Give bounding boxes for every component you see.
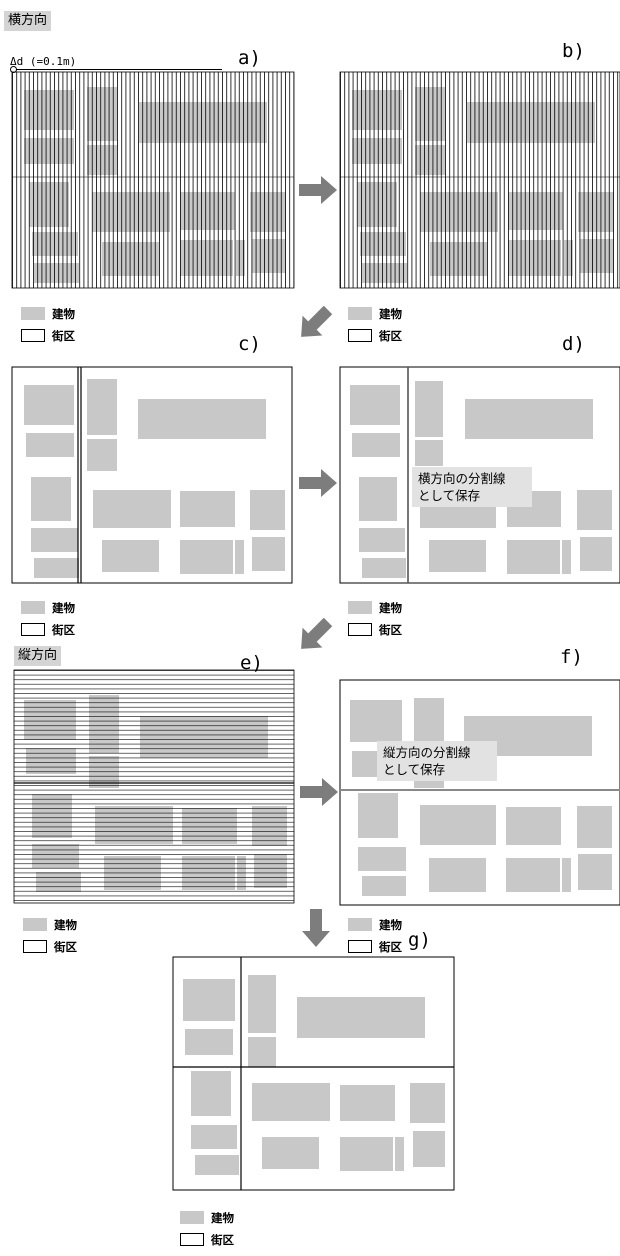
legend-building-swatch (23, 918, 47, 931)
note-horizontal-line2: として保存 (418, 488, 481, 503)
panel-label-c: c) (238, 333, 261, 355)
panel-label-d: d) (562, 333, 585, 355)
note-vertical-line2: として保存 (383, 762, 446, 777)
legend-block-swatch (348, 940, 372, 953)
section-tag-vertical: 縦方向 (14, 646, 62, 666)
legend-building-swatch (21, 307, 45, 320)
arrow-d-to-e (291, 612, 338, 659)
legend-block-label: 街区 (379, 940, 402, 954)
panel-a (11, 71, 295, 289)
panel-label-e: e) (240, 652, 263, 674)
legend-building-label: 建物 (379, 918, 402, 932)
delta-label: Δd (=0.1m) (10, 55, 77, 68)
legend-c: 建物 街区 (21, 601, 131, 641)
legend-b: 建物 街区 (348, 307, 458, 347)
legend-building-swatch (348, 307, 372, 320)
legend-block-swatch (21, 623, 45, 636)
legend-a: 建物 街区 (21, 307, 131, 347)
note-horizontal-line1: 横方向の分割線 (418, 471, 506, 486)
arrow-c-to-d (299, 469, 337, 497)
legend-block-swatch (21, 329, 45, 342)
panel-f (339, 679, 620, 906)
section-tag-horizontal: 横方向 (4, 11, 52, 31)
legend-building-label: 建物 (54, 918, 77, 932)
legend-building-label: 建物 (52, 307, 75, 321)
delta-marker-line (12, 69, 222, 70)
legend-building-label: 建物 (379, 601, 402, 615)
legend-g: 建物 街区 (180, 1211, 290, 1251)
panel-b (339, 71, 620, 289)
legend-block-swatch (348, 623, 372, 636)
legend-building-swatch (348, 601, 372, 614)
panel-c (11, 366, 293, 584)
note-vertical-line1: 縦方向の分割線 (383, 745, 471, 760)
legend-d: 建物 街区 (348, 601, 458, 641)
legend-block-swatch (348, 329, 372, 342)
legend-block-swatch (23, 940, 47, 953)
note-vertical-save: 縦方向の分割線 として保存 (377, 741, 497, 781)
legend-block-label: 街区 (211, 1233, 234, 1247)
legend-block-label: 街区 (379, 329, 402, 343)
panel-e (13, 669, 295, 904)
panel-label-a: a) (238, 47, 261, 69)
legend-block-label: 街区 (52, 623, 75, 637)
legend-f: 建物 街区 (348, 918, 458, 958)
legend-building-swatch (21, 601, 45, 614)
legend-block-label: 街区 (52, 329, 75, 343)
arrow-e-to-f (300, 778, 338, 806)
arrow-b-to-c (291, 300, 338, 347)
legend-building-swatch (180, 1211, 204, 1224)
legend-block-label: 街区 (379, 623, 402, 637)
panel-label-f: f) (560, 646, 583, 668)
legend-block-swatch (180, 1233, 204, 1246)
arrow-a-to-b (299, 176, 337, 204)
legend-block-label: 街区 (54, 940, 77, 954)
panel-label-g: g) (408, 929, 431, 951)
panel-label-b: b) (562, 40, 585, 62)
legend-building-label: 建物 (211, 1211, 234, 1225)
legend-building-swatch (348, 918, 372, 931)
legend-building-label: 建物 (379, 307, 402, 321)
legend-building-label: 建物 (52, 601, 75, 615)
panel-g (172, 956, 455, 1191)
arrow-f-to-g (302, 909, 330, 947)
note-horizontal-save: 横方向の分割線 として保存 (412, 467, 532, 507)
legend-e: 建物 街区 (23, 918, 133, 958)
